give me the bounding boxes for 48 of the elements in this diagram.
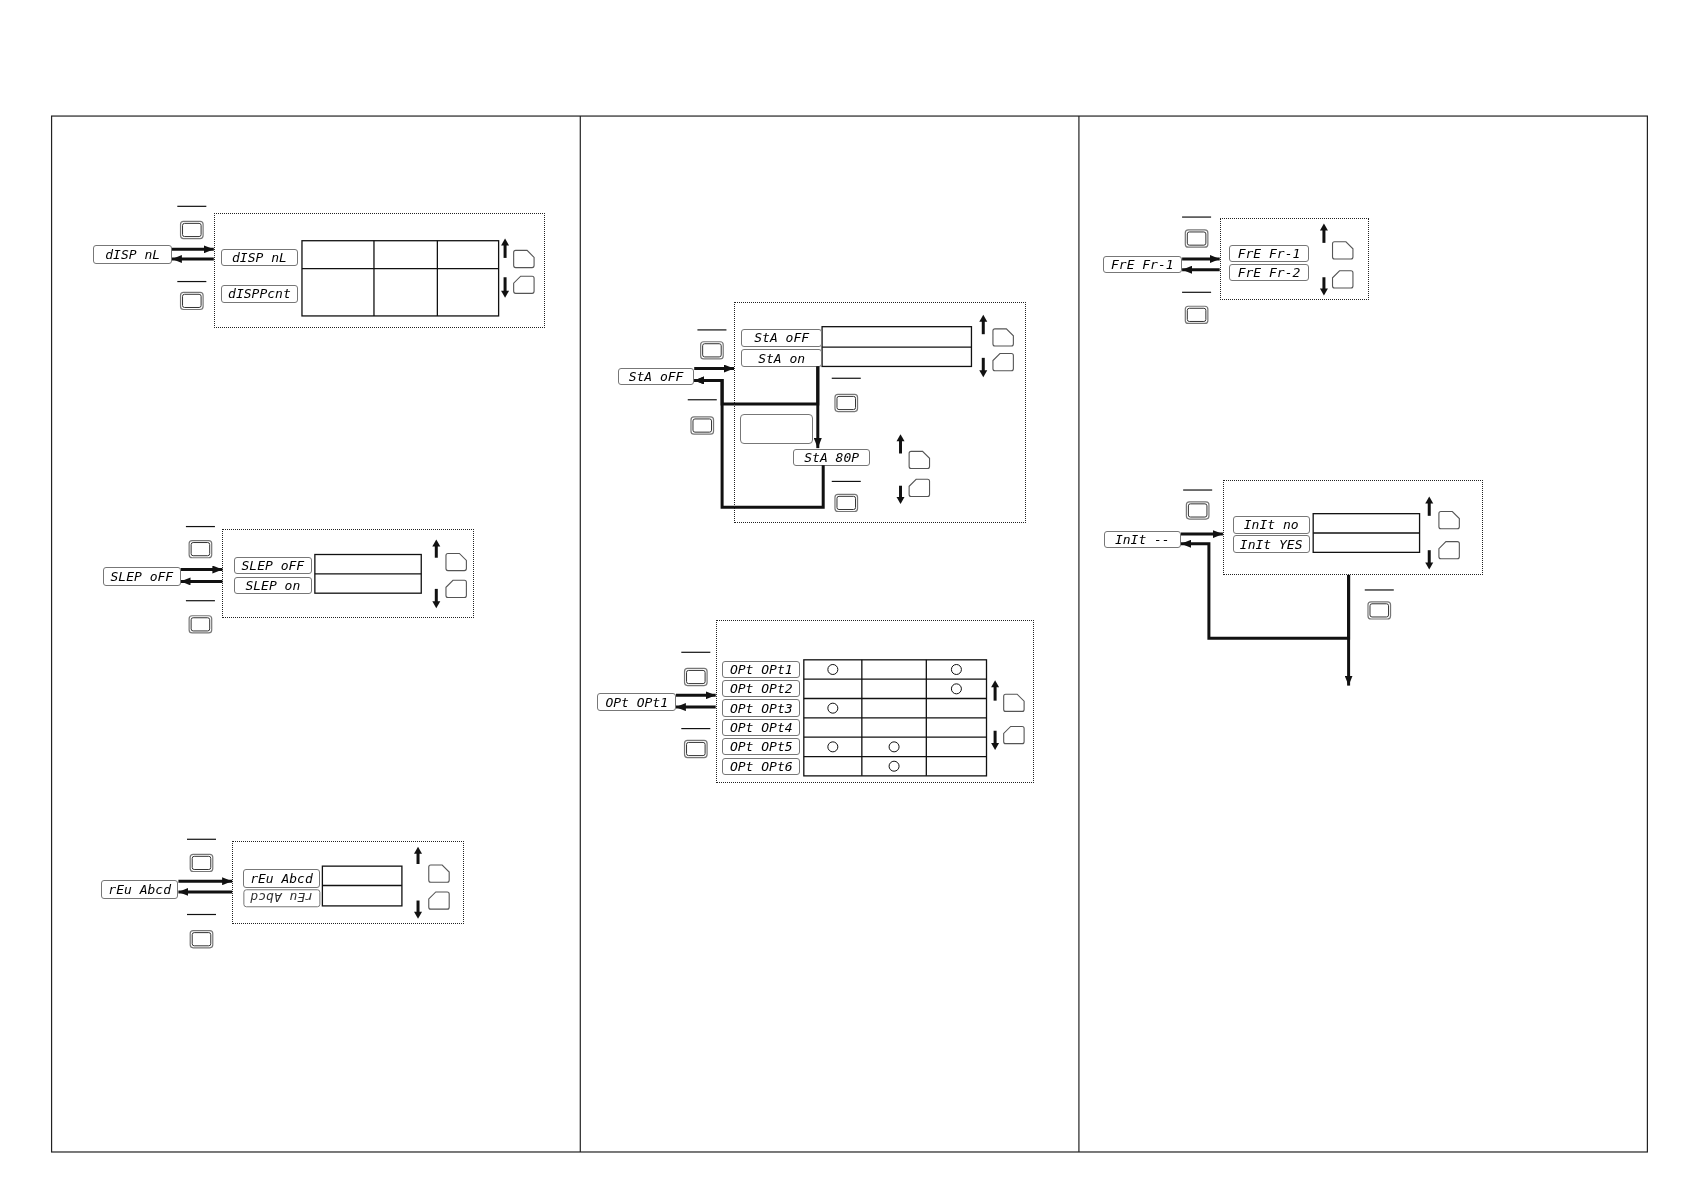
lcd-display: StA oFF bbox=[741, 328, 822, 347]
lcd-display: SLEP oFF bbox=[103, 567, 181, 586]
arrow bbox=[180, 565, 223, 574]
lcd-display: dISP nL bbox=[93, 245, 172, 265]
lcd-display: FrE Fr-1 bbox=[1229, 244, 1309, 263]
dashed-frame bbox=[232, 841, 465, 925]
blank-display bbox=[740, 413, 814, 444]
lcd-display: InIt YES bbox=[1232, 535, 1310, 554]
arrow bbox=[675, 691, 716, 700]
lcd-display: StA 80P bbox=[792, 449, 871, 467]
dashed-frame bbox=[222, 528, 474, 618]
dashed-frame bbox=[1222, 480, 1483, 575]
lcd-display: InIt -- bbox=[1103, 530, 1181, 549]
lcd-display: OPt OPt6 bbox=[722, 757, 801, 775]
arrow bbox=[694, 364, 734, 373]
lcd-display: StA oFF bbox=[617, 367, 695, 385]
dashed-frame bbox=[1219, 218, 1370, 300]
arrow bbox=[1182, 265, 1220, 274]
lcd-display: FrE Fr-1 bbox=[1102, 255, 1183, 273]
lcd-display: dISPPcnt bbox=[221, 284, 298, 303]
arrow bbox=[178, 877, 233, 886]
arrow bbox=[171, 245, 214, 254]
dashed-frame bbox=[715, 620, 1034, 784]
lcd-display: dISP nL bbox=[221, 249, 298, 267]
arrow bbox=[178, 887, 233, 896]
lcd-display: rEu Abcd bbox=[242, 869, 321, 888]
lcd-display: OPt OPt4 bbox=[722, 718, 801, 736]
lcd-display: FrE Fr-2 bbox=[1229, 264, 1309, 282]
lcd-display: rEu Abcd bbox=[101, 880, 179, 900]
arrow bbox=[1181, 530, 1223, 539]
dashed-frame bbox=[733, 301, 1027, 524]
arrow bbox=[1344, 574, 1353, 686]
lcd-display: OPt OPt2 bbox=[722, 680, 801, 698]
lcd-display: SLEP oFF bbox=[234, 556, 312, 574]
lcd-display: OPt OPt1 bbox=[722, 660, 801, 678]
arrow bbox=[180, 577, 223, 586]
arrow bbox=[694, 376, 825, 509]
lcd-display: StA on bbox=[741, 349, 822, 368]
lcd-display: OPt OPt5 bbox=[722, 738, 801, 756]
arrow bbox=[1182, 255, 1220, 263]
lcd-display: InIt no bbox=[1232, 515, 1310, 534]
lcd-display: OPt OPt3 bbox=[722, 699, 801, 717]
lcd-display: SLEP on bbox=[234, 577, 312, 595]
lcd-display: rEu Abcd bbox=[242, 888, 321, 907]
dashed-frame bbox=[213, 212, 545, 328]
arrow bbox=[675, 703, 716, 712]
arrow bbox=[171, 255, 214, 263]
lcd-display: OPt OPt1 bbox=[597, 693, 676, 712]
